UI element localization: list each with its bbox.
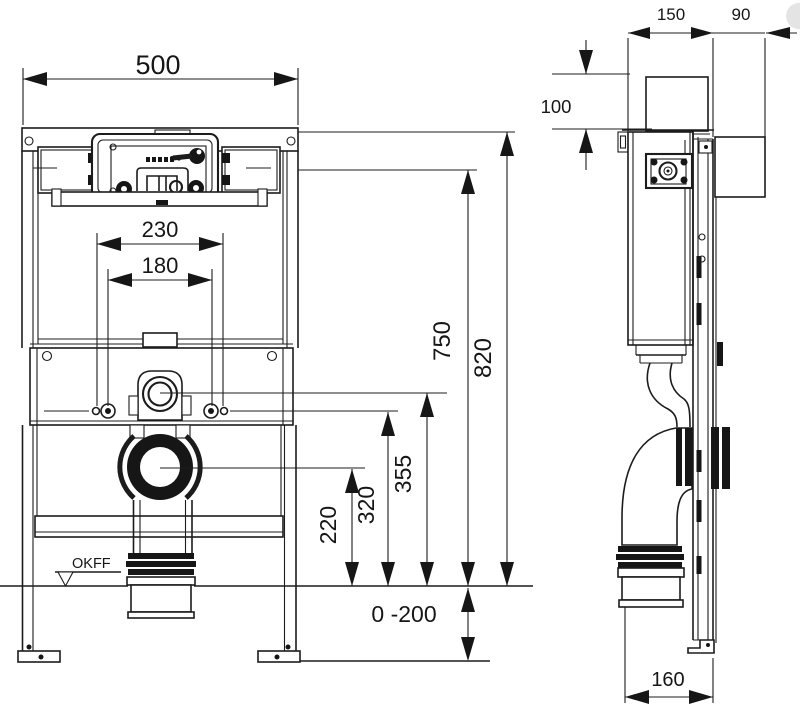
dim-220-label: 220: [315, 506, 341, 544]
side-view: [616, 76, 766, 654]
floor-range-label: 0 -200: [371, 601, 436, 627]
frame-fixing-block: [676, 428, 682, 486]
dim-150-label: 150: [657, 5, 685, 24]
dimension-90: 90: [732, 5, 797, 39]
dim-750-label: 750: [429, 321, 456, 361]
dim-355-label: 355: [390, 455, 416, 493]
dimension-180: 180: [107, 253, 213, 406]
frame-rail-profile: [692, 132, 714, 641]
top-rail-hole-left: [24, 136, 34, 146]
lower-crossbar: [34, 515, 284, 538]
dimensions-side: 150 90 100 160: [541, 5, 797, 704]
dim-500-label: 500: [135, 50, 180, 80]
flush-bend-socket: [128, 370, 192, 421]
dimension-820: 820: [298, 131, 515, 586]
cistern-profile: [627, 131, 694, 346]
dimension-355: 355: [160, 392, 447, 586]
wall-bracket: [714, 136, 766, 198]
drain-pipe-profile: [616, 546, 685, 608]
dimension-100: 100: [541, 40, 652, 170]
dim-820-label: 820: [470, 338, 497, 378]
cistern-right-panel: [221, 146, 281, 194]
dimension-750: 750: [298, 169, 477, 586]
dim-100-label: 100: [541, 96, 572, 117]
flush-plate-access-box: [645, 76, 709, 132]
dimension-500: 500: [22, 50, 299, 125]
dimensions-front: 500 230 180 220: [0, 50, 533, 662]
dimension-320: 320: [230, 410, 398, 586]
wall-fixing-block: [711, 427, 719, 489]
dim-320-label: 320: [353, 486, 379, 524]
water-supply-stub: [617, 131, 629, 153]
top-rail-hole-right: [286, 136, 296, 146]
dim-160-label: 160: [651, 669, 684, 691]
cistern-support-bar: [51, 188, 268, 207]
dimension-floor-range: 0 -200: [371, 588, 475, 661]
dimension-150: 150: [627, 5, 766, 139]
watermark-circle: [786, 3, 800, 29]
dim-180-label: 180: [142, 253, 179, 278]
dimension-230: 230: [96, 217, 224, 406]
okff-label: OKFF: [72, 556, 111, 572]
flush-bend-profile: [635, 345, 691, 428]
support-foot-left: [17, 644, 61, 663]
datum-triangle-icon: [57, 571, 74, 588]
dimension-160: 160: [624, 607, 714, 704]
dimension-220: 220: [160, 467, 365, 586]
dim-230-label: 230: [142, 217, 179, 242]
side-foot: [687, 639, 715, 654]
fill-valve-flange: [644, 152, 694, 190]
floor-datum: OKFF: [55, 556, 121, 588]
cistern-left-panel: [37, 146, 97, 194]
drain-connection: [117, 424, 203, 619]
drain-elbow-profile: [621, 427, 693, 546]
cistern-access-window: [90, 129, 220, 201]
cistern-bottom-tab: [142, 332, 178, 348]
support-foot-right: [257, 644, 301, 663]
front-view: [17, 127, 301, 663]
dim-90-label: 90: [732, 5, 751, 24]
